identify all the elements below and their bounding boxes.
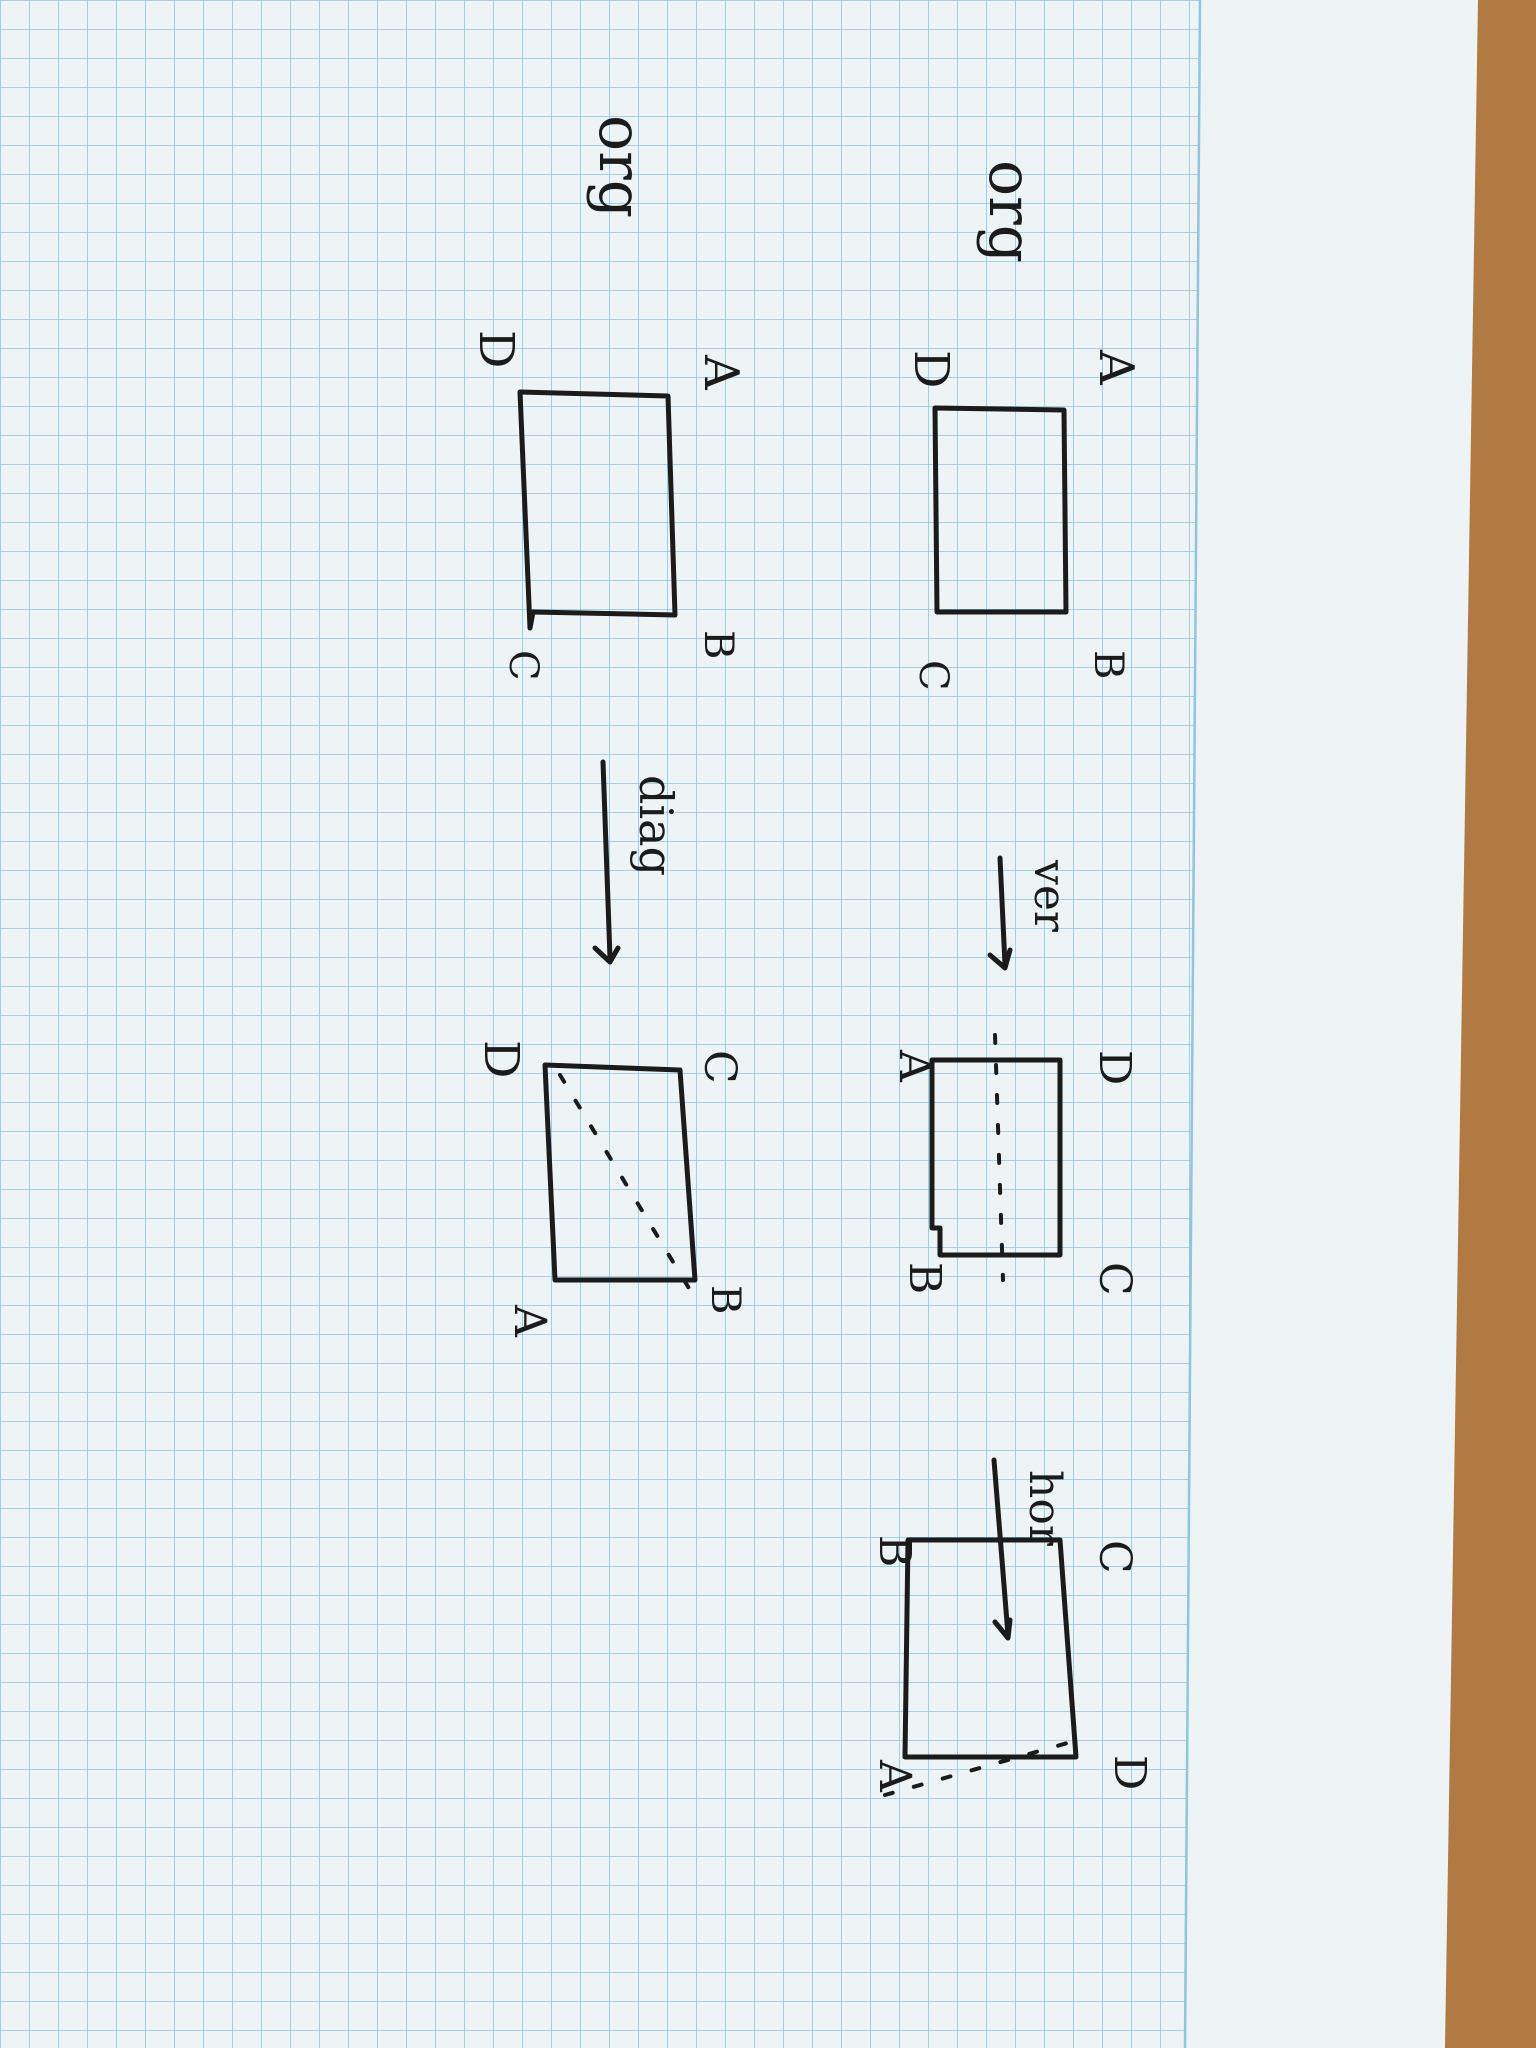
arrow-hor bbox=[991, 1457, 1013, 1641]
label-C-ver: C bbox=[1089, 1262, 1140, 1296]
label-C-orig1: C bbox=[910, 660, 956, 691]
dashed-line-diag bbox=[558, 1073, 692, 1292]
label-D-orig1: D bbox=[903, 350, 959, 388]
label-B-diag: B bbox=[702, 1285, 748, 1314]
label-diag: diag bbox=[629, 775, 683, 876]
rect-vertical-flip bbox=[929, 1057, 1063, 1258]
label-C-diag: C bbox=[694, 1050, 745, 1084]
label-D-hor: D bbox=[1104, 1755, 1155, 1790]
label-A-orig1: A bbox=[1088, 349, 1144, 386]
arrow-diag bbox=[592, 759, 621, 965]
label-C-hor: C bbox=[1089, 1540, 1140, 1574]
label-org-2: org bbox=[585, 115, 655, 218]
label-D-diag: D bbox=[473, 1040, 529, 1078]
label-A-diag: A bbox=[504, 1304, 555, 1338]
rect-horizontal-flip bbox=[902, 1537, 1079, 1760]
label-D-orig2: D bbox=[468, 330, 524, 368]
label-D-ver: D bbox=[1089, 1050, 1140, 1085]
label-ver: ver bbox=[1024, 859, 1075, 933]
label-B-orig1: B bbox=[1085, 650, 1131, 679]
margin-line bbox=[1183, 0, 1202, 2048]
label-A-orig2: A bbox=[693, 354, 749, 391]
label-hor: hor bbox=[1019, 1470, 1070, 1547]
rect-diagonal-flip bbox=[542, 1062, 698, 1283]
rect-original-2 bbox=[517, 389, 678, 631]
label-C-orig2: C bbox=[500, 650, 546, 681]
label-A-hor: A bbox=[869, 1759, 920, 1793]
label-B-hor: B bbox=[869, 1535, 920, 1567]
label-org-1: org bbox=[975, 160, 1045, 263]
dashed-line-ver bbox=[993, 1033, 1005, 1282]
label-B-orig2: B bbox=[695, 630, 741, 659]
label-B-ver: B bbox=[899, 1262, 950, 1294]
rect-original-1 bbox=[932, 405, 1069, 615]
grid-area bbox=[0, 0, 1200, 2048]
label-A-ver: A bbox=[889, 1049, 940, 1083]
arrow-ver bbox=[987, 855, 1013, 971]
dashed-line-hor bbox=[883, 1736, 1087, 1797]
